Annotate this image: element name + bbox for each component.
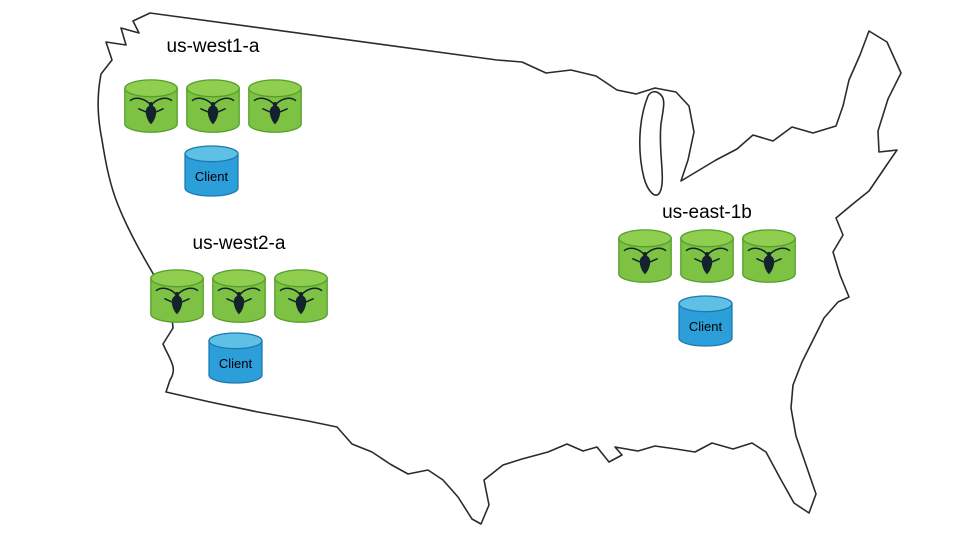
db-node-cylinder (184, 78, 242, 136)
db-cylinder-shape (124, 79, 178, 133)
db-cylinder-shape (742, 229, 796, 283)
node-row (148, 268, 330, 326)
client-cylinder-shape (678, 295, 733, 347)
db-cylinder-shape (680, 229, 734, 283)
node-row (616, 228, 798, 286)
cockroach-icon (253, 97, 297, 125)
db-node-cylinder (678, 228, 736, 286)
cluster-label: us-west1-a (166, 36, 260, 57)
cockroach-icon (155, 287, 199, 315)
db-cylinder-shape (618, 229, 672, 283)
db-node-cylinder (148, 268, 206, 326)
client-cylinder-shape (208, 332, 263, 384)
db-node-cylinder (272, 268, 330, 326)
cockroach-icon (129, 97, 173, 125)
db-node-cylinder (210, 268, 268, 326)
cockroach-icon (217, 287, 261, 315)
client-label: Client (194, 169, 229, 184)
cluster-label: us-west2-a (192, 233, 286, 254)
node-row (122, 78, 304, 136)
db-cylinder-shape (212, 269, 266, 323)
cluster-us-west1-a: us-west1-a (122, 36, 304, 198)
db-cylinder-shape (248, 79, 302, 133)
cockroach-icon (623, 247, 667, 275)
db-node-cylinder (740, 228, 798, 286)
client-cylinder: Client (677, 295, 734, 348)
cockroach-icon (747, 247, 791, 275)
cluster-label: us-east-1b (662, 202, 752, 223)
client-cylinder-shape (184, 145, 239, 197)
db-node-cylinder (246, 78, 304, 136)
cluster-us-east-1b: us-east-1b (616, 202, 798, 348)
db-node-cylinder (616, 228, 674, 286)
cluster-us-west2-a: us-west2-a (148, 233, 330, 385)
client-label: Client (218, 356, 253, 371)
db-cylinder-shape (274, 269, 328, 323)
client-label: Client (688, 319, 723, 334)
client-cylinder: Client (207, 332, 264, 385)
cockroach-icon (279, 287, 323, 315)
db-cylinder-shape (186, 79, 240, 133)
cockroach-icon (685, 247, 729, 275)
lake-michigan-outline (638, 90, 665, 196)
cockroach-icon (191, 97, 235, 125)
db-node-cylinder (122, 78, 180, 136)
db-cylinder-shape (150, 269, 204, 323)
client-cylinder: Client (183, 145, 240, 198)
us-continental-outline (97, 12, 902, 525)
